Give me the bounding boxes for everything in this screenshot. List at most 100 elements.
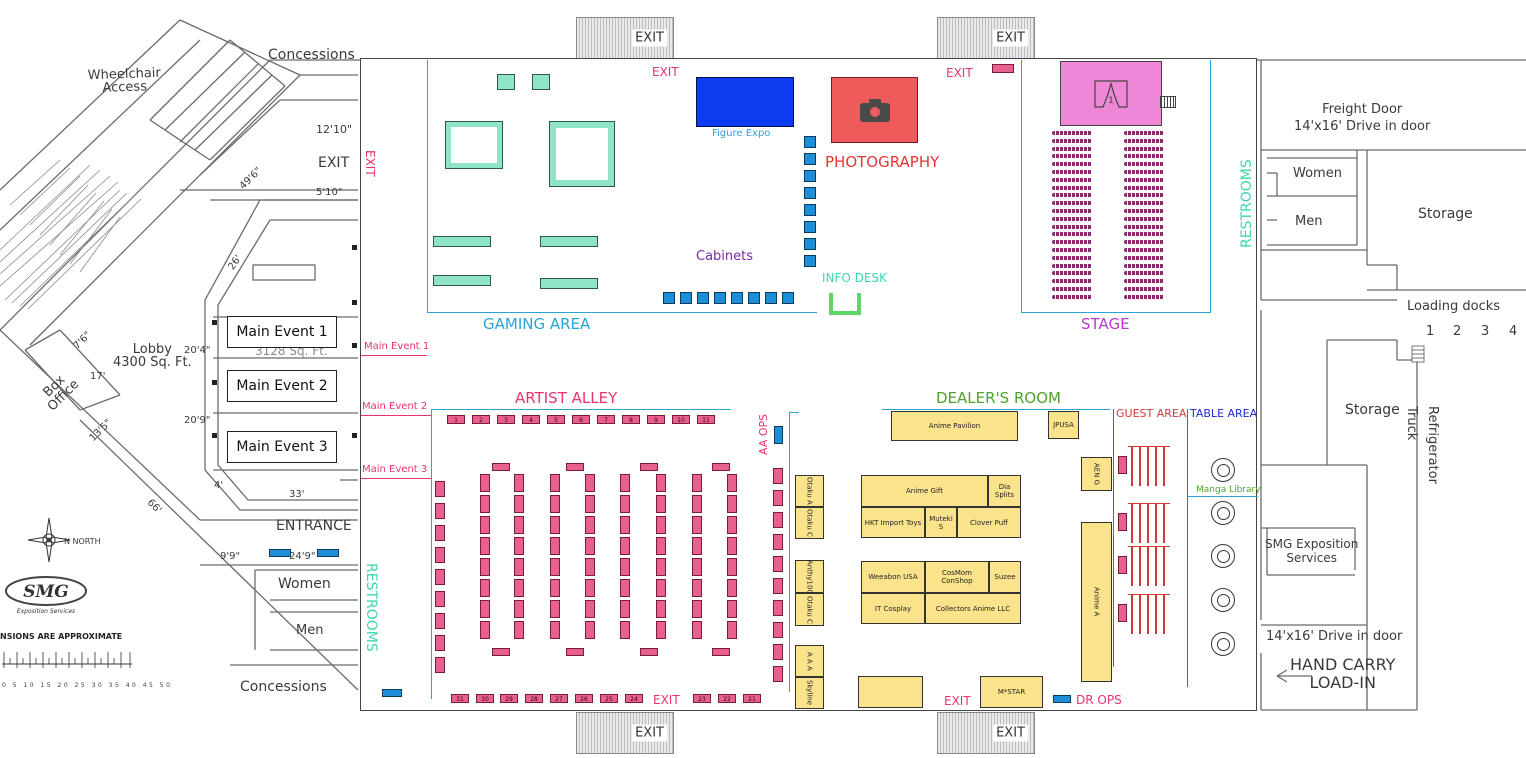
- artist-booth-top[interactable]: 6: [572, 415, 590, 424]
- exit-box-top-left[interactable]: EXIT: [576, 17, 674, 59]
- artist-booth-island[interactable]: [514, 516, 524, 534]
- artist-booth-island[interactable]: [620, 537, 630, 555]
- artist-booth-cap[interactable]: [640, 463, 658, 471]
- artist-booth-island[interactable]: [656, 621, 666, 639]
- artist-booth-island[interactable]: [692, 516, 702, 534]
- stage-label[interactable]: STAGE: [1081, 315, 1130, 333]
- artist-booth-island[interactable]: [656, 579, 666, 597]
- stage-platform[interactable]: 1: [1060, 61, 1162, 126]
- artist-booth-cap[interactable]: [492, 463, 510, 471]
- artist-booth-island[interactable]: [727, 579, 737, 597]
- artist-booth-wall[interactable]: [435, 613, 445, 629]
- main-event-3-room[interactable]: Main Event 3: [227, 431, 337, 463]
- artist-booth-bottom[interactable]: 23: [693, 694, 711, 703]
- artist-booth-bottom[interactable]: 21: [743, 694, 761, 703]
- artist-booth-cap[interactable]: [712, 648, 730, 656]
- main-event-2-link[interactable]: Main Event 2: [362, 401, 428, 412]
- booth-muteki[interactable]: Muteki S: [925, 507, 957, 538]
- manga-library-label[interactable]: Manga Library: [1196, 485, 1261, 495]
- artist-booth-island[interactable]: [585, 579, 595, 597]
- artist-booth-island[interactable]: [550, 495, 560, 513]
- artist-booth-island[interactable]: [514, 600, 524, 618]
- artist-booth-bottom[interactable]: 28: [525, 694, 543, 703]
- artist-booth-wall[interactable]: [773, 600, 783, 616]
- artist-booth-top[interactable]: 1: [447, 415, 465, 424]
- artist-booth-bottom[interactable]: 24: [625, 694, 643, 703]
- artist-booth-wall[interactable]: [773, 512, 783, 528]
- guest-area-label[interactable]: GUEST AREA: [1116, 407, 1187, 420]
- artist-booth-island[interactable]: [480, 558, 490, 576]
- exit-box-bottom-right[interactable]: EXIT: [937, 712, 1035, 754]
- booth-skyline[interactable]: Skyline: [795, 677, 824, 709]
- artist-booth-bottom[interactable]: 22: [718, 694, 736, 703]
- artist-booth-island[interactable]: [727, 474, 737, 492]
- artist-booth-bottom[interactable]: 30: [476, 694, 494, 703]
- main-event-3-link[interactable]: Main Event 3: [362, 464, 428, 475]
- artist-booth-island[interactable]: [656, 537, 666, 555]
- artist-alley-label[interactable]: ARTIST ALLEY: [515, 389, 618, 407]
- artist-booth-island[interactable]: [514, 495, 524, 513]
- artist-booth-wall[interactable]: [435, 635, 445, 651]
- artist-booth-island[interactable]: [620, 495, 630, 513]
- artist-booth-island[interactable]: [480, 474, 490, 492]
- artist-booth-island[interactable]: [585, 495, 595, 513]
- artist-booth-island[interactable]: [550, 516, 560, 534]
- booth-suzee[interactable]: Suzee: [989, 561, 1021, 593]
- artist-booth-island[interactable]: [585, 600, 595, 618]
- guest-table[interactable]: [1118, 556, 1127, 574]
- artist-booth-bottom[interactable]: 31: [451, 694, 469, 703]
- booth-aaa[interactable]: A A A: [795, 645, 824, 677]
- artist-booth-island[interactable]: [514, 579, 524, 597]
- booth-anime-pavilion[interactable]: Anime Pavilion: [891, 411, 1018, 441]
- artist-booth-island[interactable]: [727, 516, 737, 534]
- artist-booth-island[interactable]: [656, 558, 666, 576]
- artist-booth-island[interactable]: [620, 621, 630, 639]
- guest-table[interactable]: [1118, 513, 1127, 531]
- artist-booth-island[interactable]: [727, 600, 737, 618]
- booth-weeabon-usa[interactable]: Weeabon USA: [861, 561, 925, 593]
- artist-booth-cap[interactable]: [640, 648, 658, 656]
- artist-booth-island[interactable]: [550, 579, 560, 597]
- artist-booth-island[interactable]: [692, 495, 702, 513]
- booth-jpusa[interactable]: JPUSA: [1048, 411, 1079, 439]
- booth-clover-puff[interactable]: Clover Puff: [957, 507, 1021, 538]
- artist-booth-wall[interactable]: [773, 534, 783, 550]
- artist-booth-top[interactable]: 4: [522, 415, 540, 424]
- artist-booth-top[interactable]: 10: [672, 415, 690, 424]
- artist-booth-island[interactable]: [620, 558, 630, 576]
- artist-booth-island[interactable]: [550, 558, 560, 576]
- exit-box-bottom-left[interactable]: EXIT: [576, 712, 674, 754]
- booth-mystar[interactable]: M*STAR: [980, 676, 1043, 708]
- artist-booth-island[interactable]: [727, 537, 737, 555]
- artist-booth-island[interactable]: [514, 537, 524, 555]
- artist-booth-island[interactable]: [550, 474, 560, 492]
- artist-booth-island[interactable]: [550, 537, 560, 555]
- artist-booth-wall[interactable]: [435, 591, 445, 607]
- artist-booth-island[interactable]: [480, 537, 490, 555]
- artist-booth-wall[interactable]: [435, 569, 445, 585]
- main-event-1-room[interactable]: Main Event 1: [227, 316, 337, 348]
- artist-booth-wall[interactable]: [773, 622, 783, 638]
- booth-dia-splits[interactable]: Dia Splits: [988, 475, 1021, 507]
- booth-anime-a-long[interactable]: Anime A: [1081, 522, 1112, 682]
- artist-booth-island[interactable]: [480, 600, 490, 618]
- figure-expo-booth[interactable]: [696, 77, 794, 127]
- artist-booth-island[interactable]: [620, 600, 630, 618]
- guest-table[interactable]: [1118, 604, 1127, 622]
- booth-aen-g[interactable]: AEN G: [1081, 457, 1112, 491]
- artist-booth-cap[interactable]: [492, 648, 510, 656]
- artist-booth-wall[interactable]: [773, 666, 783, 682]
- artist-booth-bottom[interactable]: 29: [500, 694, 518, 703]
- artist-booth-cap[interactable]: [712, 463, 730, 471]
- artist-booth-island[interactable]: [692, 579, 702, 597]
- artist-booth-island[interactable]: [480, 516, 490, 534]
- artist-booth-wall[interactable]: [773, 468, 783, 484]
- artist-booth-island[interactable]: [727, 495, 737, 513]
- booth-it-cosplay[interactable]: IT Cosplay: [861, 593, 925, 624]
- artist-booth-wall[interactable]: [435, 481, 445, 497]
- artist-booth-wall[interactable]: [773, 644, 783, 660]
- artist-booth-island[interactable]: [727, 558, 737, 576]
- booth-hkt-import-toys[interactable]: HKT Import Toys: [861, 507, 925, 538]
- photography-booth[interactable]: [831, 77, 918, 143]
- photography-label[interactable]: PHOTOGRAPHY: [825, 153, 940, 171]
